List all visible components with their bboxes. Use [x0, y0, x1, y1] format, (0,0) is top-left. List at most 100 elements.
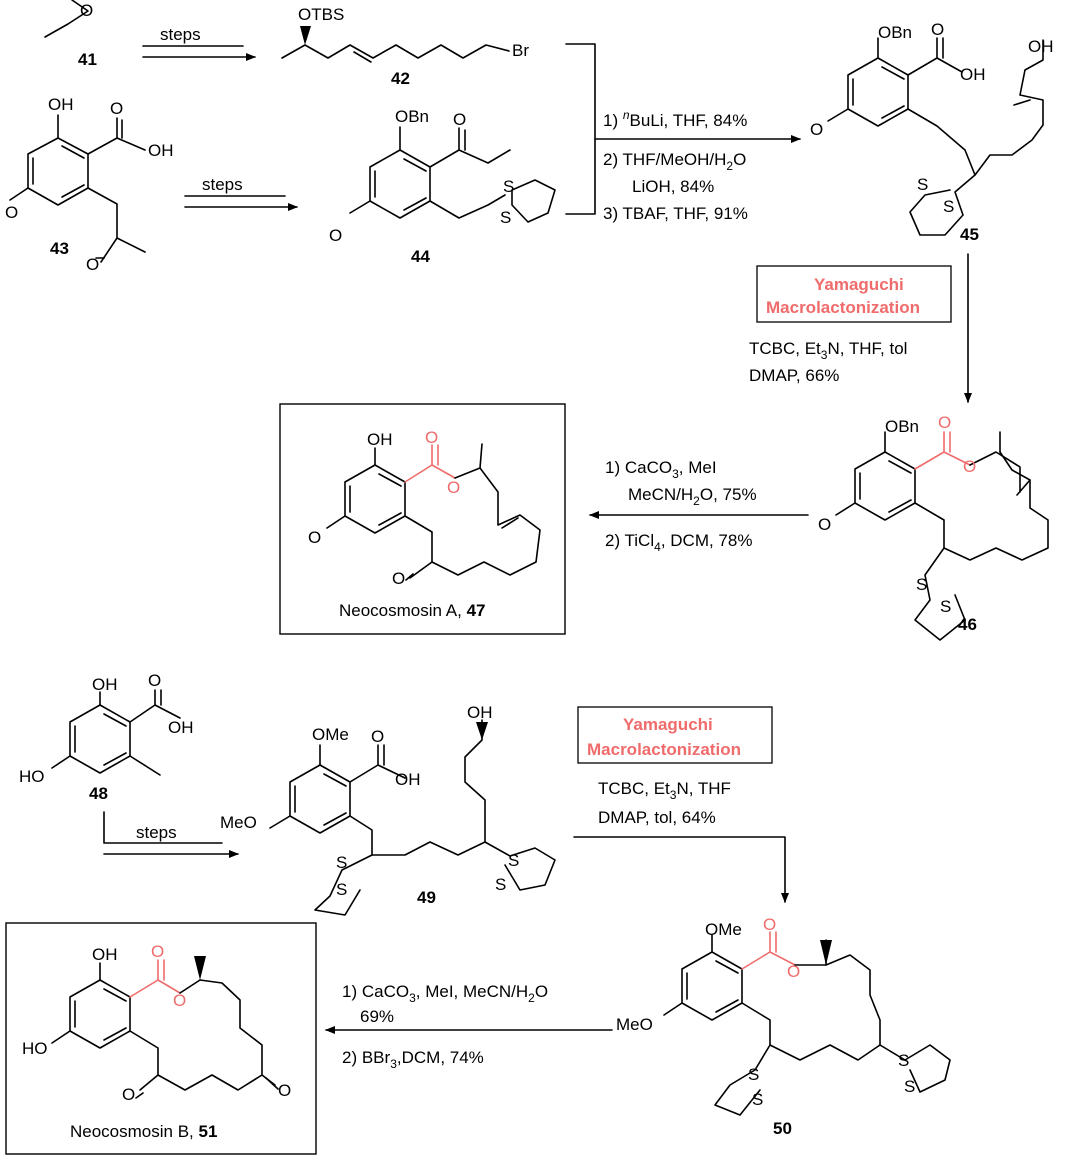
atom-o: O [151, 942, 164, 961]
product-box-51 [5, 922, 317, 1155]
compound-41: O 41 [44, 0, 97, 69]
atom-o: O [818, 515, 831, 534]
atom-o: O [453, 110, 466, 129]
svg-text:2) BBr3,DCM, 74%: 2) BBr3,DCM, 74% [342, 1048, 484, 1071]
arrow-steps-label: steps [160, 25, 201, 44]
conditions-45: 1) nBuLi, THF, 84% 2) THF/MeOH/H2O LiOH,… [603, 108, 748, 223]
svg-text:3) TBAF, THF, 91%: 3) TBAF, THF, 91% [603, 204, 748, 223]
label-44: 44 [411, 247, 430, 266]
atom-ho: HO [19, 767, 45, 786]
arrow-43-44: steps [184, 175, 298, 211]
label-49: 49 [417, 888, 436, 907]
svg-text:1) CaCO3, MeI: 1) CaCO3, MeI [605, 458, 717, 481]
atom-oh: OH [148, 141, 174, 160]
atom-o: O [5, 203, 18, 222]
atom-o: O [392, 569, 405, 588]
svg-text:1) nBuLi, THF, 84%: 1) nBuLi, THF, 84% [603, 108, 747, 130]
atom-otbs: OTBS [298, 5, 344, 24]
atom-s: S [904, 1077, 915, 1096]
atom-s: S [503, 177, 514, 196]
atom-oh: OH [92, 675, 118, 694]
label-45: 45 [960, 225, 979, 244]
atom-oh: OH [367, 430, 393, 449]
atom-oh: OH [467, 703, 493, 722]
atom-o: O [931, 20, 944, 39]
compound-47: OH O O O O Neocosmosin A, 47 [308, 428, 541, 620]
compound-44: OBn O O S S 44 [329, 107, 556, 266]
svg-text:TCBC, Et3N, THF: TCBC, Et3N, THF [598, 779, 731, 802]
compound-51: OH O O HO O O Neocosmosin B, 51 [22, 942, 291, 1141]
atom-s: S [500, 208, 511, 227]
atom-o: O [278, 1081, 291, 1100]
arrow-49-50 [573, 836, 789, 903]
atom-o: O [938, 413, 951, 432]
atom-oh: OH [960, 65, 986, 84]
atom-o: O [148, 671, 161, 690]
atom-ho: HO [22, 1039, 48, 1058]
atom-meo: MeO [220, 813, 257, 832]
atom-o: O [110, 99, 123, 118]
atom-o: O [371, 727, 384, 746]
svg-text:2) THF/MeOH/H2O: 2) THF/MeOH/H2O [603, 150, 746, 173]
svg-text:69%: 69% [360, 1007, 394, 1026]
atom-o: O [86, 255, 99, 274]
atom-oh: OH [1028, 37, 1054, 56]
conditions-51: 1) CaCO3, MeI, MeCN/H2O 69% 2) BBr3,DCM,… [342, 982, 548, 1071]
atom-s: S [898, 1051, 909, 1070]
atom-o: O [963, 457, 976, 476]
atom-o: O [425, 428, 438, 447]
compound-42: OTBS Br 42 [281, 5, 529, 88]
yamaguchi-box-1: Yamaguchi Macrolactonization [756, 265, 952, 323]
atom-ome: OMe [312, 725, 349, 744]
svg-text:TCBC, Et3N, THF, tol: TCBC, Et3N, THF, tol [749, 339, 907, 362]
compound-50: OMe O O MeO S S S S 50 [616, 915, 951, 1138]
atom-ome: OMe [705, 920, 742, 939]
svg-text:DMAP, 66%: DMAP, 66% [749, 366, 839, 385]
svg-text:DMAP, tol, 64%: DMAP, tol, 64% [598, 808, 716, 827]
arrow-48-49: steps [103, 811, 239, 858]
atom-obn: OBn [395, 107, 429, 126]
svg-text:Neocosmosin A, 47: Neocosmosin A, 47 [339, 601, 485, 620]
atom-br: Br [512, 41, 529, 60]
svg-text:Macrolactonization: Macrolactonization [766, 298, 920, 317]
atom-s: S [336, 853, 347, 872]
compound-48: OH O OH HO 48 [19, 671, 194, 803]
atom-s: S [943, 197, 954, 216]
svg-text:Macrolactonization: Macrolactonization [587, 740, 741, 759]
atom-obn: OBn [885, 417, 919, 436]
bracket [565, 43, 596, 215]
atom-o: O [787, 962, 800, 981]
atom-o: O [447, 478, 460, 497]
conditions-46: TCBC, Et3N, THF, tol DMAP, 66% [749, 339, 907, 385]
atom-oh: OH [92, 945, 118, 964]
atom-oh: OH [168, 718, 194, 737]
compound-45: OBn O OH OH O S S 45 [810, 20, 1054, 244]
atom-o: O [329, 226, 342, 245]
atom-obn: OBn [878, 23, 912, 42]
atom-s: S [917, 175, 928, 194]
label-41: 41 [78, 50, 97, 69]
conditions-47: 1) CaCO3, MeI MeCN/H2O, 75% 2) TiCl4, DC… [605, 458, 757, 554]
svg-text:2) TiCl4, DCM, 78%: 2) TiCl4, DCM, 78% [605, 531, 752, 554]
svg-text:Neocosmosin B, 51: Neocosmosin B, 51 [70, 1122, 217, 1141]
compound-46: OBn O O O S S 46 [818, 413, 1049, 641]
atom-o: O [810, 120, 823, 139]
atom-o: O [173, 991, 186, 1010]
arrow-steps-label: steps [202, 175, 243, 194]
atom-s: S [336, 880, 347, 899]
atom-oh: OH [395, 770, 421, 789]
atom-o: O [80, 1, 93, 20]
svg-text:Yamaguchi: Yamaguchi [623, 715, 713, 734]
conditions-50: TCBC, Et3N, THF DMAP, tol, 64% [598, 779, 731, 827]
compound-49: OMe O OH OH MeO S S S S 49 [220, 703, 556, 916]
label-50: 50 [773, 1119, 792, 1138]
svg-text:LiOH, 84%: LiOH, 84% [632, 177, 714, 196]
atom-o: O [763, 915, 776, 934]
atom-s: S [752, 1090, 763, 1109]
atom-s: S [940, 597, 951, 616]
label-48: 48 [89, 784, 108, 803]
atom-meo: MeO [616, 1015, 653, 1034]
atom-o: O [308, 528, 321, 547]
svg-text:MeCN/H2O, 75%: MeCN/H2O, 75% [628, 485, 757, 508]
